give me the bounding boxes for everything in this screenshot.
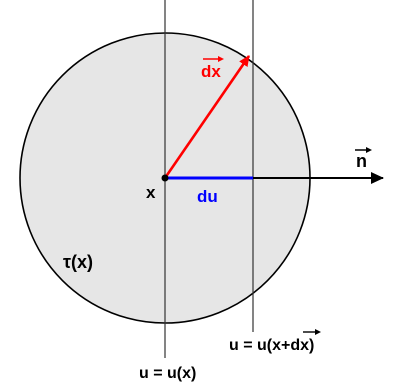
svg-text:u = u(x+dx): u = u(x+dx) — [229, 337, 314, 354]
plane-shifted-dx-overarrow-head — [315, 329, 321, 335]
plane-shifted-close: ) — [309, 337, 314, 354]
origin-point — [161, 174, 169, 182]
dx-overarrow-head — [218, 56, 224, 62]
n-overarrow-head — [366, 147, 372, 153]
plane-shifted-dx: dx — [290, 337, 309, 354]
dx-label: dx — [201, 62, 221, 81]
plane-origin-label: u = u(x) — [139, 365, 196, 382]
du-label: du — [197, 187, 218, 206]
x-label: x — [146, 183, 156, 202]
dx-vector — [163, 55, 251, 179]
plane-shifted-label: u = u(x+ — [229, 337, 290, 354]
n-label-group: n — [355, 147, 372, 171]
plane-shifted-label-group: u = u(x+dx) — [229, 329, 321, 354]
n-label: n — [356, 151, 367, 171]
dx-label-group: dx — [201, 56, 224, 81]
tau-label: τ(x) — [63, 252, 93, 272]
